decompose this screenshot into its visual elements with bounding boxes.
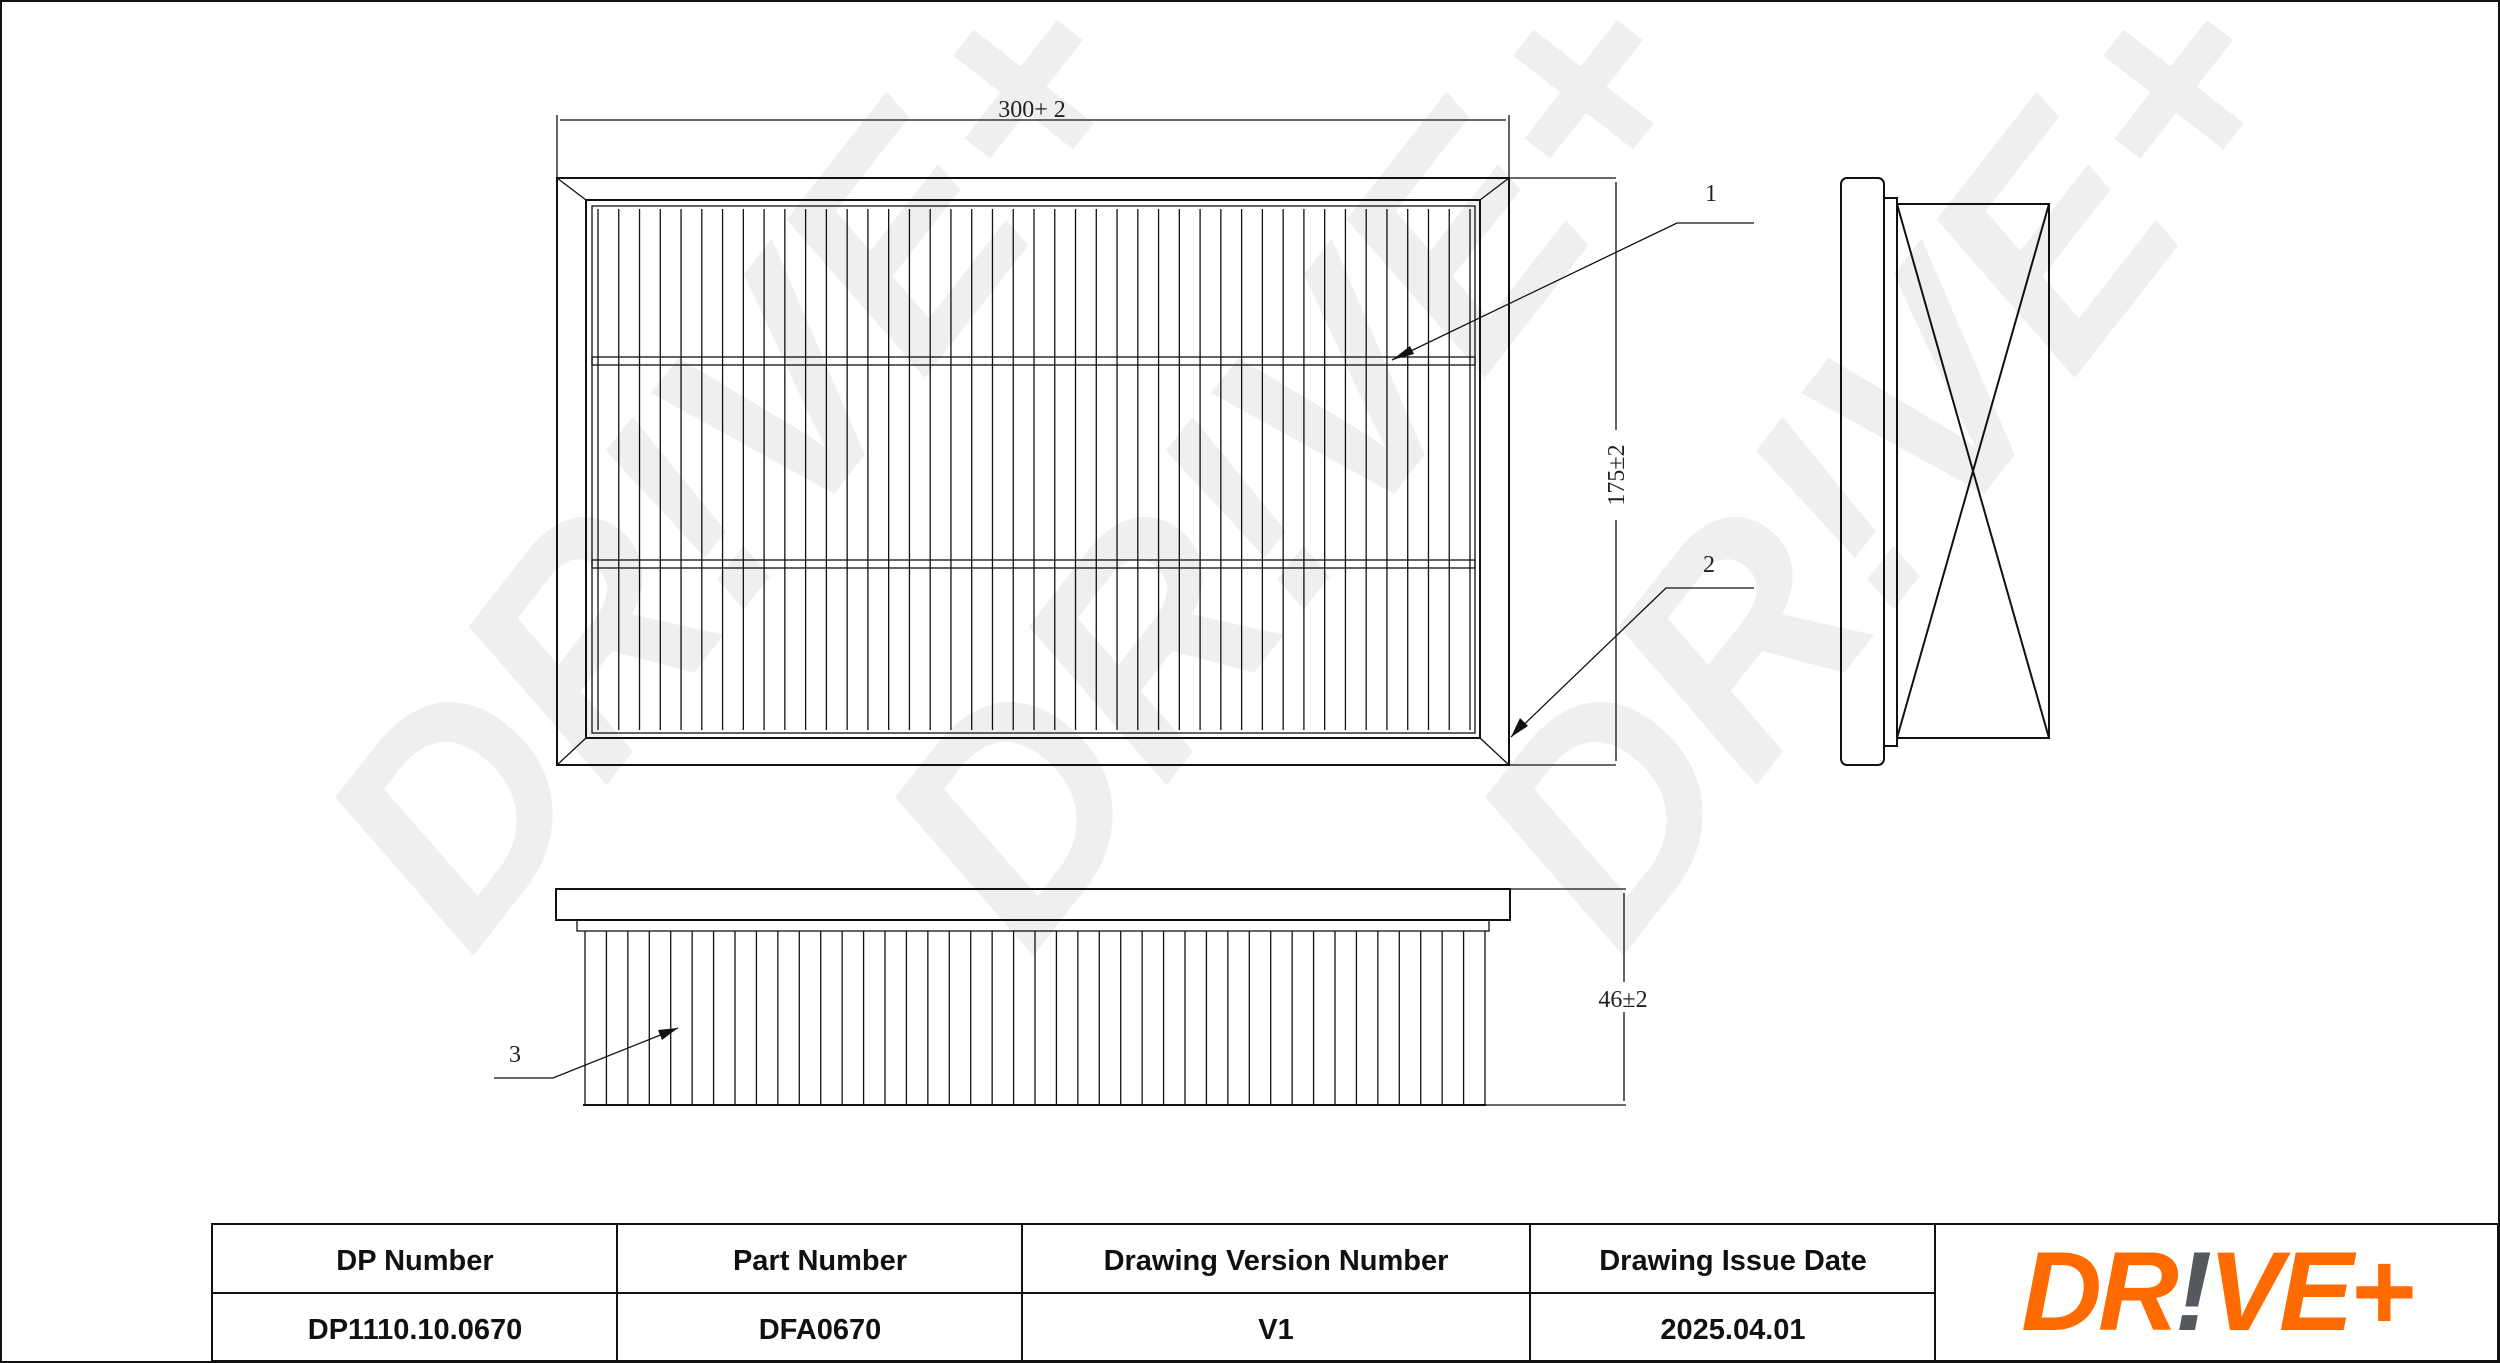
header-part-number: Part Number	[733, 1245, 907, 1277]
width-dimension: 175±2	[1509, 177, 1630, 766]
callout-1: 1	[1391, 181, 1754, 361]
value-part-number: DFA0670	[759, 1314, 882, 1346]
width-label: 175±2	[1604, 444, 1630, 505]
front-view	[555, 888, 1511, 1106]
callout-3: 3	[494, 1027, 679, 1079]
drive-plus-logo: DR!VE+	[2021, 1229, 2416, 1354]
front-pleats	[584, 931, 1486, 1105]
height-label: 46±2	[1598, 987, 1647, 1013]
value-version: V1	[1258, 1314, 1293, 1346]
svg-text:2: 2	[1703, 552, 1715, 578]
value-dp-number: DP1110.10.0670	[308, 1314, 522, 1346]
svg-text:DR!VE+: DR!VE+	[2021, 1229, 2412, 1354]
length-label: 300+ 2	[998, 97, 1066, 123]
header-issue-date: Drawing Issue Date	[1599, 1245, 1867, 1277]
svg-text:3: 3	[509, 1042, 521, 1068]
support-bar	[591, 356, 1476, 366]
header-version: Drawing Version Number	[1104, 1245, 1449, 1277]
svg-text:1: 1	[1705, 181, 1717, 207]
callout-2: 2	[1510, 552, 1754, 738]
header-dp-number: DP Number	[336, 1245, 493, 1277]
top-view	[556, 177, 1510, 766]
length-dimension: 300+ 2	[556, 97, 1510, 178]
support-bar	[591, 559, 1476, 569]
title-block: DP Number Part Number Drawing Version Nu…	[211, 1223, 2499, 1362]
top-pleats	[597, 209, 1471, 730]
value-issue-date: 2025.04.01	[1660, 1314, 1805, 1346]
height-dimension: 46±2	[1486, 888, 1658, 1106]
side-view	[1840, 177, 2050, 766]
